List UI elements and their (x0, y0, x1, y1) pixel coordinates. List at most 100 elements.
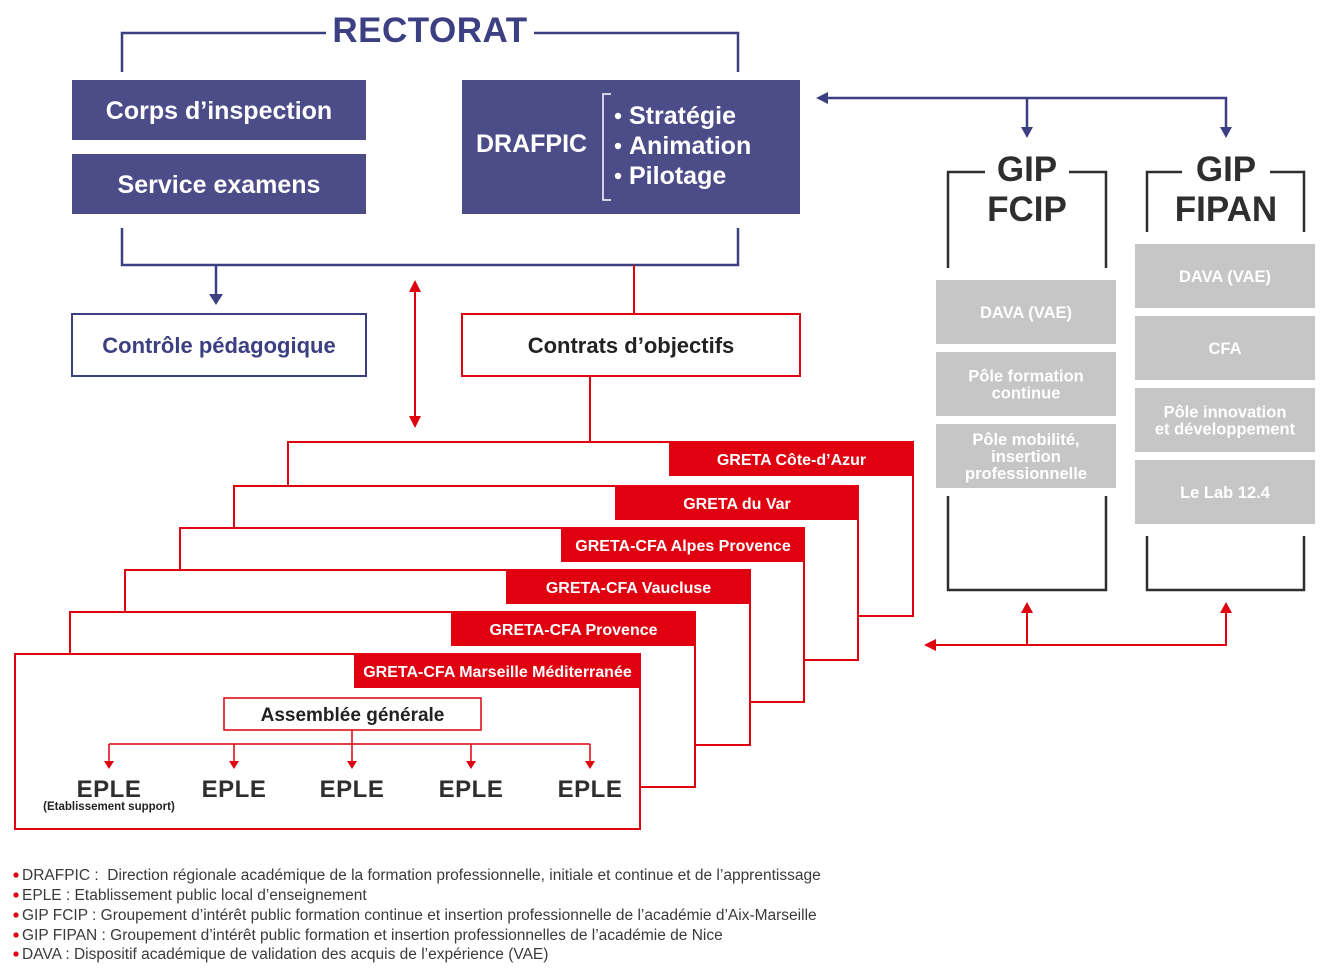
greta-label-box (451, 611, 696, 646)
rectorat-section: RECTORAT Corps d’inspection Service exam… (71, 11, 801, 442)
corps-inspection-box (72, 80, 366, 140)
gip-fipan-box-lab (1135, 460, 1315, 524)
legend-item: DAVA : Dispositif académique de validati… (22, 946, 548, 963)
gip-fcip-bracket-top-right (1069, 170, 1108, 268)
greta-label-box (669, 441, 914, 476)
arrowhead-down (347, 761, 357, 769)
greta-label: GRETA-CFA Marseille Méditerranée (363, 664, 632, 681)
eple-label: EPLE (77, 776, 142, 803)
bullet-icon (13, 872, 19, 878)
gip-fipan-bracket-top-left (1145, 170, 1182, 232)
eple-support-note: (Etablissement support) (43, 801, 175, 813)
bullet-icon (614, 142, 622, 150)
gip-fcip-title-line2: FCIP (987, 190, 1067, 229)
contrats-objectifs-label: Contrats d’objectifs (528, 333, 735, 358)
gip-fcip-box-dava (936, 280, 1116, 344)
arrowhead-left (924, 639, 936, 651)
arrowhead-up (409, 280, 421, 292)
connector-line (826, 96, 1228, 128)
arrowhead-down (1220, 127, 1232, 138)
arrowhead-down (209, 294, 223, 305)
gip-fipan-box-label: et développement (1155, 421, 1296, 439)
gip-fcip-box-label: insertion (991, 448, 1061, 466)
gip-fipan-bracket-top-right (1270, 170, 1306, 232)
rectorat-title: RECTORAT (332, 11, 527, 50)
eple-label: EPLE (202, 776, 267, 803)
arrowhead-up (1021, 602, 1033, 613)
eple-label: EPLE (558, 776, 623, 803)
rectorat-bracket-right (534, 31, 740, 72)
connector-line (934, 612, 1227, 646)
gip-fcip-bracket-top-left (946, 170, 985, 268)
drafpic-to-gip-arrows (816, 92, 1232, 138)
arrowhead-left (816, 92, 828, 104)
gip-fipan-box-label: CFA (1209, 340, 1242, 358)
rectorat-lower-bracket (120, 228, 740, 267)
rectorat-bracket-left (120, 31, 326, 72)
arrowhead-down (585, 761, 595, 769)
controle-pedagogique-label: Contrôle pédagogique (102, 333, 335, 358)
eple-label: EPLE (439, 776, 504, 803)
gip-fcip-box-label: professionnelle (965, 465, 1087, 483)
contrats-objectifs-box (461, 313, 801, 377)
gip-fcip-bracket-bottom (946, 496, 1108, 592)
greta-stack: GRETA Côte-d’Azur GRETA du Var GRETA-CFA… (14, 441, 914, 830)
gip-fcip-box-mobilite (936, 424, 1116, 488)
arrowhead-down (1021, 127, 1033, 138)
greta-label: GRETA-CFA Vaucluse (546, 580, 711, 597)
assemblee-generale-label: Assemblée générale (261, 705, 445, 726)
legend-item: GIP FIPAN : Groupement d’intérêt public … (22, 927, 723, 944)
arrowhead-up (1220, 602, 1232, 613)
legend: DRAFPIC : Direction régionale académique… (13, 867, 821, 963)
arrowhead-down (409, 416, 421, 428)
gip-fcip-box-label: Pôle mobilité, (972, 431, 1079, 449)
arrowhead-down (229, 761, 239, 769)
gip-fipan-box-cfa (1135, 316, 1315, 380)
greta-label: GRETA du Var (683, 496, 791, 513)
gip-fipan-section: GIP FIPAN DAVA (VAE) CFA Pôle innovation… (1135, 150, 1315, 592)
gip-to-greta-arrows (924, 602, 1232, 651)
legend-item: GIP FCIP : Groupement d’intérêt public f… (22, 907, 817, 924)
legend-item: DRAFPIC : Direction régionale académique… (22, 867, 821, 884)
gip-fcip-box-label: DAVA (VAE) (980, 304, 1072, 322)
gip-fipan-box-innovation (1135, 388, 1315, 452)
bullet-icon (614, 172, 622, 180)
gip-fcip-section: GIP FCIP DAVA (VAE) Pôle formation conti… (936, 150, 1116, 592)
gip-fipan-box-label: Pôle innovation (1164, 404, 1287, 422)
service-examens-label: Service examens (118, 171, 321, 199)
gip-fipan-box-label: Le Lab 12.4 (1180, 484, 1271, 502)
greta-label-box (506, 569, 751, 604)
drafpic-label: DRAFPIC (476, 130, 587, 158)
drafpic-item-animation: Animation (629, 132, 751, 160)
gip-fipan-title-line2: FIPAN (1175, 190, 1277, 229)
arrowhead-down (104, 761, 114, 769)
bullet-icon (13, 892, 19, 898)
gip-fcip-box-formation (936, 352, 1116, 416)
greta-label-box (561, 527, 805, 562)
service-examens-box (72, 154, 366, 214)
greta-label: GRETA-CFA Alpes Provence (575, 538, 791, 555)
drafpic-item-pilotage: Pilotage (629, 162, 726, 190)
drafpic-bracket (602, 93, 611, 201)
greta-label-box (615, 485, 859, 520)
gip-fipan-bracket-bottom (1145, 536, 1306, 592)
gip-fipan-box-dava (1135, 244, 1315, 308)
eple-label: EPLE (320, 776, 385, 803)
bullet-icon (13, 912, 19, 918)
greta-label-box (354, 653, 641, 688)
drafpic-item-strategie: Stratégie (629, 102, 736, 130)
greta-card-front: GRETA-CFA Marseille Méditerranée Assembl… (14, 653, 641, 830)
gip-fcip-title-line1: GIP (997, 150, 1057, 189)
controle-pedagogique-box (71, 313, 367, 377)
legend-item: EPLE : Etablissement public local d’ense… (22, 887, 367, 904)
assemblee-generale-box (223, 697, 482, 731)
corps-inspection-label: Corps d’inspection (106, 97, 332, 125)
arrowhead-down (466, 761, 476, 769)
gip-fipan-title-line1: GIP (1196, 150, 1256, 189)
bullet-icon (13, 932, 19, 938)
gip-fipan-box-label: DAVA (VAE) (1179, 268, 1271, 286)
gip-fcip-box-label: continue (992, 385, 1061, 403)
drafpic-box (462, 80, 800, 214)
greta-label: GRETA Côte-d’Azur (717, 452, 866, 469)
